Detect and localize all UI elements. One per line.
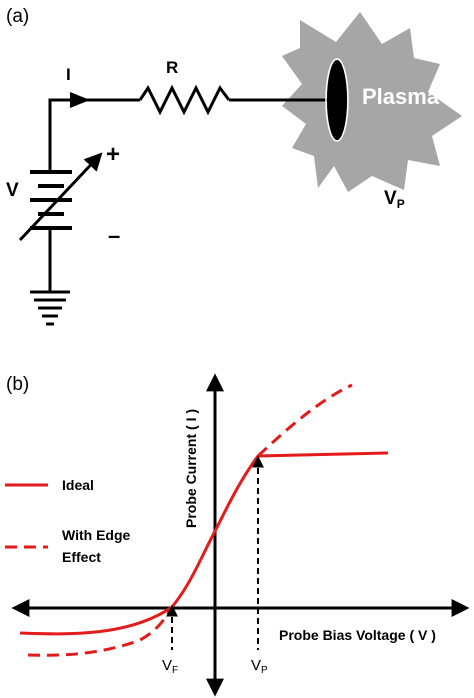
x-axis-label: Probe Bias Voltage ( V )	[279, 627, 436, 643]
resistor-zigzag	[138, 84, 231, 116]
ideal-curve	[19, 451, 389, 636]
plasma-potential-label-b: VP	[251, 657, 268, 676]
plus-sign: +	[106, 141, 120, 168]
panel-b-label: (b)	[6, 374, 29, 395]
resistor-label: R	[166, 58, 178, 77]
probe-disk-outline	[325, 58, 349, 142]
panel-a: (a) I R Plasma VP V	[6, 6, 462, 326]
source-label: V	[6, 180, 19, 201]
current-label: I	[66, 65, 71, 84]
variable-voltage-source	[30, 170, 72, 234]
plasma-blob	[282, 12, 462, 192]
panel-a-label: (a)	[6, 6, 29, 27]
ground-icon	[30, 290, 70, 326]
variable-arrow-icon	[18, 152, 103, 242]
circuit-wires	[48, 98, 330, 292]
current-arrow-icon	[70, 92, 90, 108]
probe-disk	[327, 60, 347, 140]
edge-effect-curve	[27, 383, 353, 657]
legend: Ideal With Edge Effect	[5, 477, 131, 565]
panel-b: (b) Probe Current ( I ) Probe Bias Volta…	[5, 373, 470, 697]
minus-sign: –	[108, 223, 120, 248]
floating-potential-label: VF	[162, 657, 178, 676]
legend-edge-label-line2: Effect	[62, 549, 101, 565]
legend-edge-label-line1: With Edge	[62, 527, 131, 543]
plasma-potential-label-a: VP	[384, 188, 405, 211]
y-axis-label: Probe Current ( I )	[183, 409, 199, 528]
plasma-label: Plasma	[362, 84, 440, 109]
legend-ideal-label: Ideal	[62, 477, 94, 493]
